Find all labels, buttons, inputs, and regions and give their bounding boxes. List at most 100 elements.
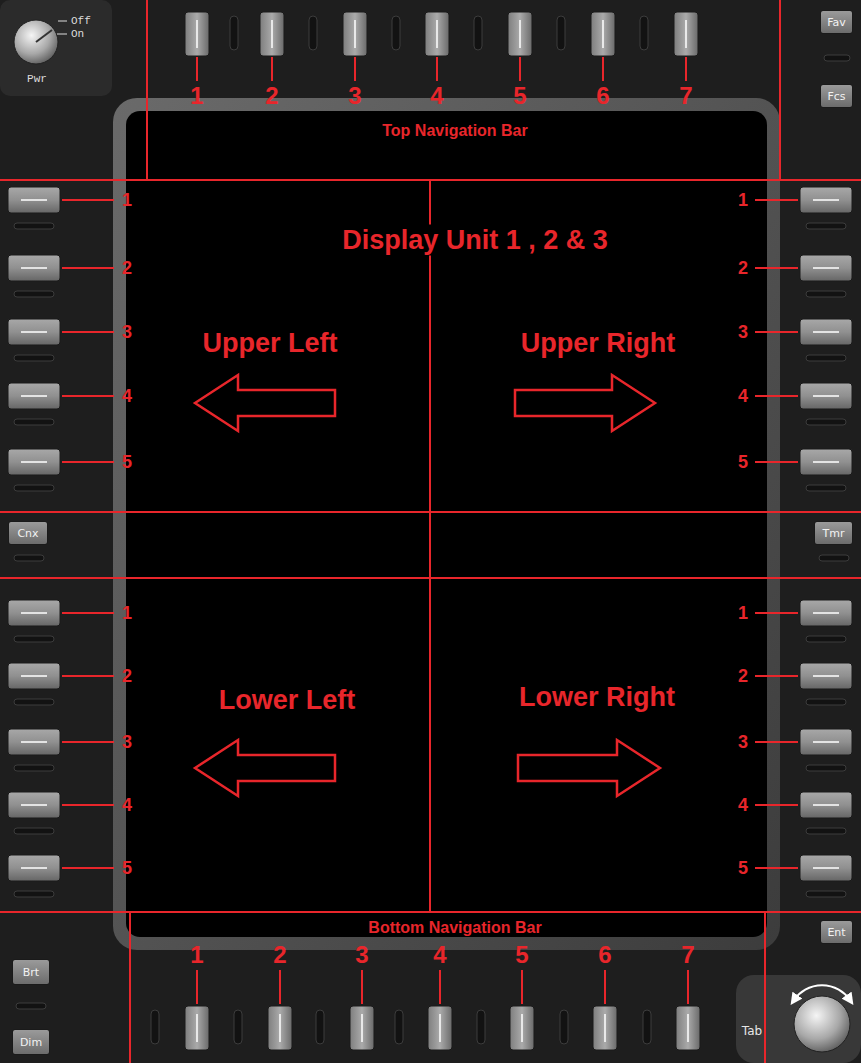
- switch-label: On: [71, 29, 84, 40]
- button-text: Brt: [23, 967, 39, 978]
- leader-line: [755, 804, 798, 806]
- switch-label: Off: [71, 16, 91, 27]
- indicator-slot: [819, 555, 849, 561]
- indicator-slot: [234, 1010, 242, 1044]
- callout-number: 1: [190, 943, 203, 967]
- indicator-slot: [14, 828, 54, 834]
- leader-line: [519, 57, 521, 81]
- indicator-slot: [14, 765, 54, 771]
- nav-button: [350, 1006, 374, 1050]
- nav-button: [260, 12, 284, 56]
- callout-number: 1: [190, 84, 203, 108]
- switch-tick: [58, 21, 67, 22]
- indicator-slot: [316, 1010, 324, 1044]
- leader-line: [354, 57, 356, 81]
- indicator-slot: [14, 291, 54, 297]
- control-button: Dim: [12, 1029, 50, 1055]
- region-line: [779, 0, 781, 180]
- leader-line: [62, 395, 114, 397]
- callout-number: 4: [122, 387, 132, 405]
- indicator-slot: [806, 891, 846, 897]
- leader-line: [196, 970, 198, 1004]
- leader-line: [279, 970, 281, 1004]
- indicator-slot: [640, 16, 648, 50]
- nav-button: [676, 1006, 700, 1050]
- indicator-slot: [14, 891, 54, 897]
- callout-number: 4: [122, 796, 132, 814]
- indicator-slot: [14, 419, 54, 425]
- side-button: [8, 449, 60, 475]
- leader-line: [62, 804, 114, 806]
- knob-indicator: [36, 30, 52, 42]
- direction-arrows: [195, 375, 660, 796]
- control-button: Fav: [820, 10, 853, 34]
- side-button: [800, 319, 852, 345]
- callout-number: 3: [122, 323, 132, 341]
- indicator-slot: [806, 485, 846, 491]
- leader-line: [62, 612, 114, 614]
- callout-number: 2: [273, 943, 286, 967]
- leader-line: [361, 970, 363, 1004]
- indicator-slot: [643, 1010, 651, 1044]
- leader-line: [687, 970, 689, 1004]
- quadrant-label: Lower Left: [219, 687, 356, 714]
- leader-line: [755, 612, 798, 614]
- callout-number: 5: [738, 859, 748, 877]
- leader-line: [755, 461, 798, 463]
- region-line: [0, 577, 861, 579]
- screen-rim: [113, 98, 780, 950]
- knob-panel: [736, 975, 861, 1063]
- leader-line: [604, 970, 606, 1004]
- leader-line: [439, 970, 441, 1004]
- right-arrow: [515, 375, 655, 431]
- indicator-slot: [14, 555, 44, 561]
- callout-number: 3: [738, 323, 748, 341]
- button-text: Ent: [827, 927, 845, 938]
- callout-number: 6: [596, 84, 609, 108]
- callout-number: 2: [122, 667, 132, 685]
- indicator-slot: [14, 355, 54, 361]
- indicator-slot: [477, 1010, 485, 1044]
- callout-number: 5: [738, 453, 748, 471]
- indicator-slot: [806, 355, 846, 361]
- indicator-slot: [474, 16, 482, 50]
- leader-line: [755, 675, 798, 677]
- nav-button: [591, 12, 615, 56]
- callout-number: 2: [265, 84, 278, 108]
- indicator-slot: [392, 16, 400, 50]
- indicator-slot: [16, 1003, 46, 1009]
- indicator-slot: [14, 223, 54, 229]
- callout-number: 4: [433, 943, 446, 967]
- right-arrow: [518, 740, 660, 796]
- nav-button: [185, 12, 209, 56]
- control-button: Fcs: [820, 84, 853, 108]
- callout-number: 3: [738, 733, 748, 751]
- side-button: [800, 383, 852, 409]
- region-line: [764, 912, 766, 1063]
- nav-button: [510, 1006, 534, 1050]
- callout-number: 1: [122, 191, 132, 209]
- leader-line: [521, 970, 523, 1004]
- nav-button: [428, 1006, 452, 1050]
- leader-line: [62, 267, 114, 269]
- region-line: [0, 511, 861, 513]
- side-button: [800, 663, 852, 689]
- side-button: [8, 855, 60, 881]
- control-button: Ent: [820, 920, 853, 944]
- leader-line: [62, 199, 114, 201]
- leader-line: [755, 867, 798, 869]
- indicator-slot: [557, 16, 565, 50]
- button-text: Fav: [827, 17, 846, 28]
- control-button: Cnx: [8, 521, 48, 545]
- side-button: [8, 187, 60, 213]
- leader-line: [62, 675, 114, 677]
- callout-number: 3: [355, 943, 368, 967]
- indicator-slot: [14, 699, 54, 705]
- indicator-slot: [806, 765, 846, 771]
- side-button: [8, 255, 60, 281]
- tab-knob: [794, 996, 850, 1052]
- switch-tick: [57, 34, 67, 35]
- side-button: [800, 855, 852, 881]
